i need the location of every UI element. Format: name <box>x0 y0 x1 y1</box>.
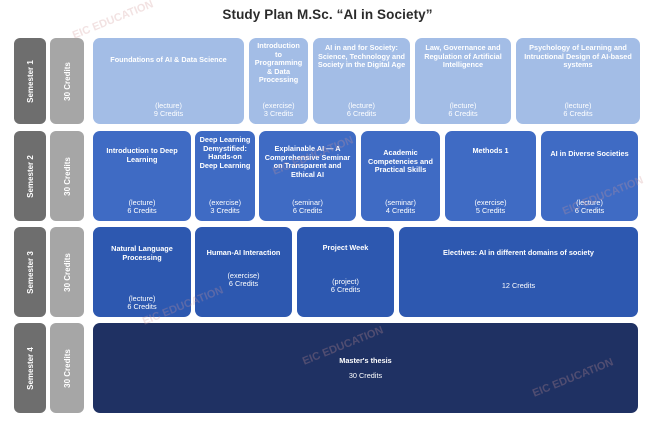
module-deep-learning-demystified: Deep Learning Demystified: Hands-on Deep… <box>195 131 255 221</box>
module-credits: 6 Credits <box>292 206 323 216</box>
module-name: Law, Governance and Regulation of Artifi… <box>424 43 502 70</box>
module-type: (lecture) <box>449 100 477 110</box>
module-credits: 6 Credits <box>346 109 377 119</box>
semester-1-credits: 30 Credits <box>50 38 84 124</box>
module-electives: Electives: AI in different domains of so… <box>399 227 638 317</box>
module-type: (lecture) <box>348 100 375 110</box>
module-type: (project) <box>332 276 359 286</box>
page-title: Study Plan M.Sc. “AI in Society” <box>222 7 433 22</box>
module-name: Natural Language Processing <box>111 244 173 262</box>
module-intro-deep-learning: Introduction to Deep Learning (lecture)6… <box>93 131 191 221</box>
module-type: (lecture) <box>128 197 156 207</box>
module-type: (exercise) <box>474 197 507 207</box>
semester-1-label: Semester 1 <box>14 38 46 124</box>
module-name: Master's thesis <box>339 356 392 366</box>
module-credits: 6 Credits <box>127 302 157 312</box>
module-ai-in-diverse-societies: AI in Diverse Societies (lecture)6 Credi… <box>541 131 638 221</box>
module-credits: 12 Credits <box>501 281 536 291</box>
module-type: (seminar) <box>292 197 323 207</box>
semester-3-label: Semester 3 <box>14 227 46 317</box>
module-name: Academic Competencies and Practical Skil… <box>368 148 433 175</box>
module-name: Psychology of Learning and Intructional … <box>524 43 632 70</box>
module-type: (lecture) <box>576 197 603 207</box>
module-credits: 6 Credits <box>563 109 593 119</box>
module-masters-thesis: Master's thesis 30 Credits <box>93 323 638 413</box>
module-type: (lecture) <box>128 293 156 303</box>
module-credits: 4 Credits <box>385 206 416 216</box>
module-type: (lecture) <box>155 100 182 110</box>
module-name: Deep Learning Demystified: Hands-on Deep… <box>199 135 251 170</box>
module-credits: 3 Credits <box>263 109 294 119</box>
module-foundations-ai-data-science: Foundations of AI & Data Science (lectur… <box>93 38 244 124</box>
semester-2-label: Semester 2 <box>14 131 46 221</box>
module-name: Introduction to Programming & Data Proce… <box>254 41 303 85</box>
module-psychology-of-learning: Psychology of Learning and Intructional … <box>516 38 640 124</box>
semester-3-credits: 30 Credits <box>50 227 84 317</box>
module-credits: 6 Credits <box>574 206 605 216</box>
module-credits: 9 Credits <box>153 109 184 119</box>
module-type: (exercise) <box>208 197 242 207</box>
module-name: AI in and for Society: Science, Technolo… <box>317 43 406 70</box>
module-academic-competencies: Academic Competencies and Practical Skil… <box>361 131 440 221</box>
module-name: Electives: AI in different domains of so… <box>443 248 594 257</box>
module-credits: 3 Credits <box>210 206 240 216</box>
module-credits: 6 Credits <box>448 109 478 119</box>
module-credits: 6 Credits <box>127 206 157 216</box>
module-name: Introduction to Deep Learning <box>106 146 178 164</box>
module-human-ai-interaction: Human-AI Interaction (exercise)6 Credits <box>195 227 292 317</box>
semester-2-credits: 30 Credits <box>50 131 84 221</box>
module-explainable-ai: Explainable AI — A Comprehensive Seminar… <box>259 131 356 221</box>
module-methods-1: Methods 1 (exercise)5 Credits <box>445 131 536 221</box>
module-project-week: Project Week (project)6 Credits <box>297 227 394 317</box>
module-name: Project Week <box>322 243 369 252</box>
module-natural-language-processing: Natural Language Processing (lecture)6 C… <box>93 227 191 317</box>
module-type: (exercise) <box>262 100 295 110</box>
semester-4-label: Semester 4 <box>14 323 46 413</box>
module-ai-in-and-for-society: AI in and for Society: Science, Technolo… <box>313 38 410 124</box>
module-intro-programming: Introduction to Programming & Data Proce… <box>249 38 308 124</box>
module-name: Foundations of AI & Data Science <box>110 55 227 64</box>
module-name: Explainable AI — A Comprehensive Seminar… <box>264 144 351 179</box>
module-credits: 6 Credits <box>330 285 361 295</box>
module-type: (seminar) <box>385 197 416 207</box>
module-type: (lecture) <box>564 100 592 110</box>
module-credits: 5 Credits <box>475 206 506 216</box>
module-name: Methods 1 <box>472 146 509 155</box>
module-type: (exercise) <box>227 270 260 280</box>
module-name: Human-AI Interaction <box>206 248 281 257</box>
semester-4-credits: 30 Credits <box>50 323 84 413</box>
module-credits: 6 Credits <box>228 279 259 289</box>
module-credits: 30 Credits <box>348 370 383 380</box>
module-law-governance-regulation: Law, Governance and Regulation of Artifi… <box>415 38 511 124</box>
module-name: AI in Diverse Societies <box>550 149 629 158</box>
